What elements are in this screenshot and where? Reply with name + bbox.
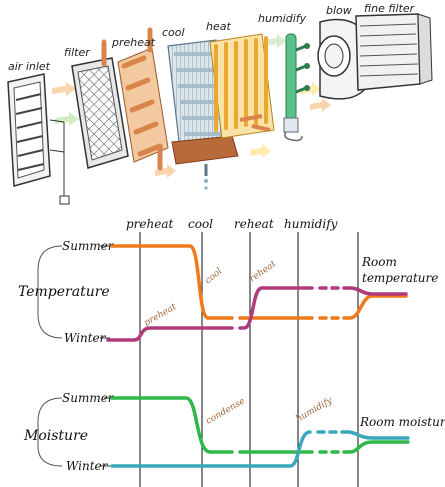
moisture-section: Summer Moisture Winter condense humidify… (23, 391, 445, 473)
room-temperature-label-line2: temperature (362, 271, 438, 285)
fine-filter-label: fine filter (364, 2, 416, 15)
moisture-winter-curve (110, 430, 410, 468)
column-header-cool: cool (188, 217, 213, 231)
moisture-title: Moisture (23, 428, 88, 444)
air-inlet-louver (7, 73, 70, 205)
note-preheat: preheat (143, 302, 179, 329)
room-moisture-label: Room moisture (359, 415, 445, 429)
temperature-summer-label: Summer (62, 239, 115, 253)
temperature-winter-curve (106, 286, 408, 342)
temperature-title: Temperature (18, 284, 110, 300)
note-cool: cool (204, 267, 225, 287)
cool-label: cool (162, 26, 185, 39)
humidify-label: humidify (258, 12, 307, 25)
filter-panel (71, 57, 129, 169)
note-condense: condense (205, 396, 247, 426)
process-chart: preheat cool reheat humidify Summer Temp… (18, 217, 445, 487)
room-temperature-label-line1: Room (361, 255, 397, 269)
temperature-winter-label: Winter (64, 331, 107, 345)
equipment-illustration: air inlet filter preheat cool heat humid… (7, 2, 433, 205)
column-header-preheat: preheat (126, 217, 174, 231)
moisture-winter-label: Winter (66, 459, 109, 473)
heating-coil (209, 33, 275, 139)
column-header-reheat: reheat (234, 217, 274, 231)
note-reheat: reheat (248, 259, 278, 284)
note-humidify: humidify (295, 395, 335, 424)
humidifier (283, 33, 310, 142)
moisture-summer-curve (110, 396, 410, 454)
heat-label: heat (206, 20, 231, 33)
blower-fan (317, 18, 365, 100)
moisture-summer-label: Summer (62, 391, 115, 405)
column-header-humidify: humidify (284, 217, 338, 231)
air-inlet-label: air inlet (8, 60, 51, 73)
preheat-label: preheat (111, 36, 156, 49)
blow-label: blow (326, 4, 352, 17)
filter-label: filter (64, 46, 91, 59)
preheat-coil (101, 27, 169, 171)
temperature-section: Summer Temperature Winter cool reheat pr… (18, 239, 438, 345)
stage-dividers (139, 232, 359, 487)
fine-filter (355, 13, 433, 91)
